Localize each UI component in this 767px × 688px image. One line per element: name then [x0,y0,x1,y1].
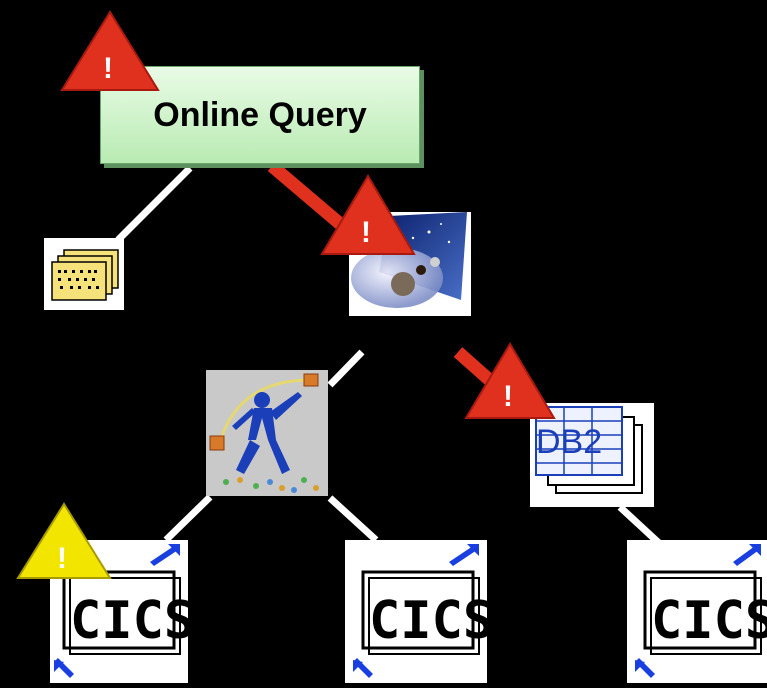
line-websphere-to-cics-left [163,494,213,543]
cics-left-icon: CICS [54,544,195,678]
ims-cards-icon [51,249,119,301]
db2-node[interactable]: DB2 [530,403,654,507]
db2-table-icon: DB2 [535,406,643,494]
line-root-to-server [267,161,357,239]
cics-left-warning-symbol: ! [57,542,67,575]
cics-left-warning-icon[interactable]: ! [16,502,112,579]
db2-warning-symbol: ! [503,380,513,413]
root-warning-icon[interactable]: ! [60,10,160,91]
line-root-to-ims [115,165,193,243]
cics-right-label: CICS [651,591,767,651]
cics-middle-node[interactable]: CICS [345,540,494,683]
line-server-to-websphere [327,349,365,388]
cics-right-node[interactable]: CICS [627,540,767,683]
cics-middle-icon: CICS [353,544,494,678]
websphere-node[interactable] [206,370,328,496]
cics-middle-label: CICS [369,591,487,651]
cics-left-node[interactable]: CICS [50,540,195,683]
line-db2-to-cics-right [617,504,663,547]
cics-right-icon: CICS [635,544,767,678]
server-warning-symbol: ! [361,216,371,249]
root-warning-symbol: ! [103,52,113,85]
ims-node[interactable] [44,238,124,310]
db2-warning-icon[interactable]: ! [464,342,556,419]
juggler-figure-icon [209,373,319,493]
online-query-label: Online Query [153,95,367,134]
line-websphere-to-cics-middle [327,495,379,543]
server-warning-icon[interactable]: ! [320,174,416,255]
cics-left-label: CICS [70,591,188,651]
db2-label: DB2 [536,423,602,461]
online-query-box[interactable]: Online Query [100,66,420,164]
